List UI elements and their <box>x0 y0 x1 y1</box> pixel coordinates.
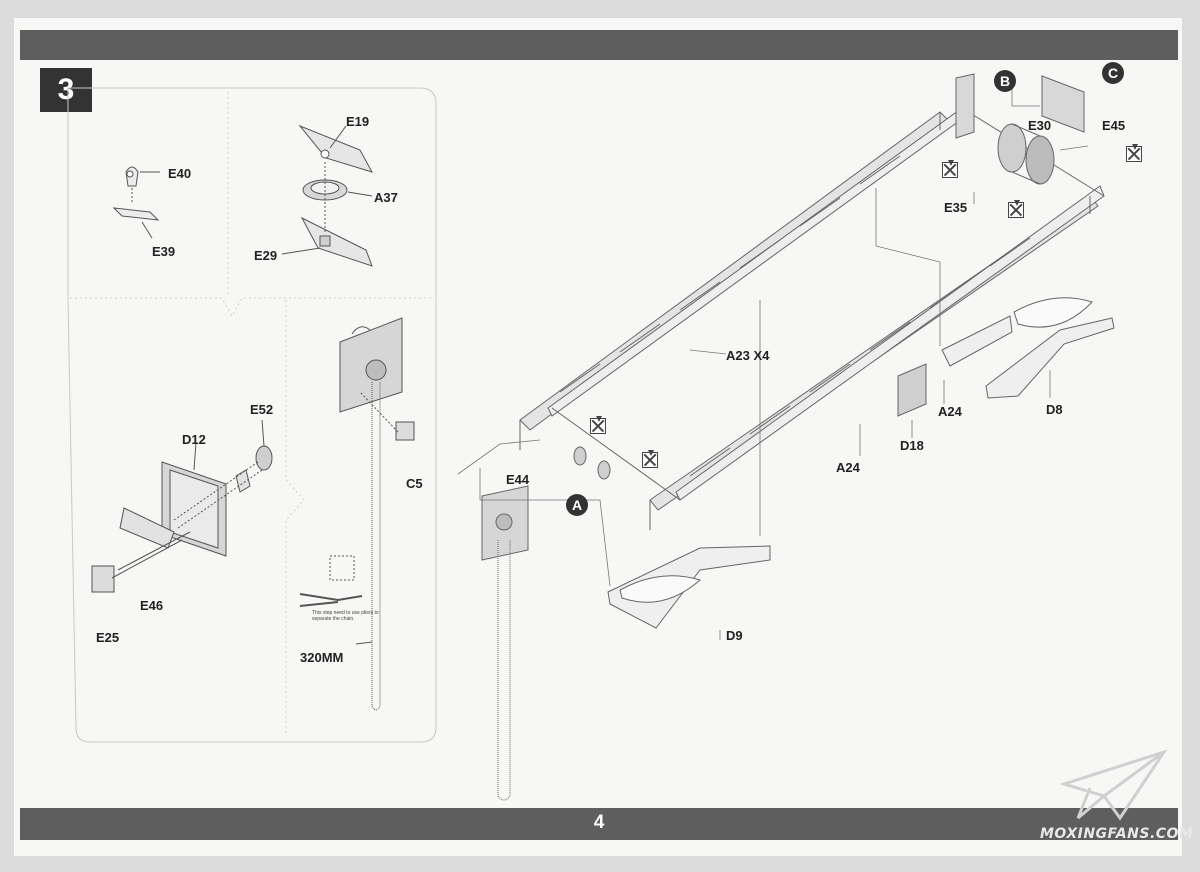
part-label-d12: D12 <box>182 432 206 447</box>
watermark: MOXINGFANS.COM <box>1040 826 1194 842</box>
part-label-a37: A37 <box>374 190 398 205</box>
callout-b: B <box>994 70 1016 92</box>
leader-lines <box>457 76 1089 640</box>
part-label-e35: E35 <box>944 200 968 215</box>
paper-plane-logo <box>1060 749 1168 821</box>
divider-h <box>70 297 434 318</box>
part-label-e30: E30 <box>1028 118 1052 133</box>
part-c5-chain-drawing <box>299 317 415 711</box>
part-label-e46: E46 <box>140 598 164 613</box>
header-band <box>20 30 1178 60</box>
part-d12-e52-e46-e25-drawing <box>91 419 273 593</box>
assembly-check-box <box>590 416 606 434</box>
part-label-e40: E40 <box>168 166 192 181</box>
part-label-e29: E29 <box>254 248 278 263</box>
part-e40-e39-drawing <box>112 166 160 239</box>
part-label-a24-upper: A24 <box>938 404 962 419</box>
pliers-note: This step need to use pliers to separate… <box>312 610 379 622</box>
assembly-check-box <box>1008 200 1024 218</box>
callout-c: C <box>1102 62 1124 84</box>
track-frames-drawing <box>607 297 1115 629</box>
part-label-e19: E19 <box>346 114 370 129</box>
assembly-check-box <box>1126 144 1142 162</box>
step-number-badge: 3 <box>40 68 92 112</box>
page-number: 4 <box>593 812 605 833</box>
part-label-d18: D18 <box>900 438 924 453</box>
manual-page <box>14 18 1182 856</box>
chain-length-label: 320MM <box>300 650 344 665</box>
assembly-check-box <box>642 450 658 468</box>
part-label-a23: A23 X4 <box>726 348 770 363</box>
part-label-d9: D9 <box>726 628 743 643</box>
truss-frame-drawing <box>481 73 1105 801</box>
part-label-d8: D8 <box>1046 402 1063 417</box>
part-label-e45: E45 <box>1102 118 1126 133</box>
divider-v2 <box>285 300 305 736</box>
part-label-c5: C5 <box>406 476 423 491</box>
part-label-a24-lower: A24 <box>836 460 860 475</box>
part-label-e52: E52 <box>250 402 274 417</box>
assembly-check-box <box>942 160 958 178</box>
callout-a: A <box>566 494 588 516</box>
part-label-e39: E39 <box>152 244 176 259</box>
part-label-e25: E25 <box>96 630 120 645</box>
footer-band: 4 <box>20 808 1178 840</box>
part-e19-a37-e29-drawing <box>281 124 374 267</box>
part-label-e44: E44 <box>506 472 530 487</box>
left-panel-frame <box>67 87 437 743</box>
